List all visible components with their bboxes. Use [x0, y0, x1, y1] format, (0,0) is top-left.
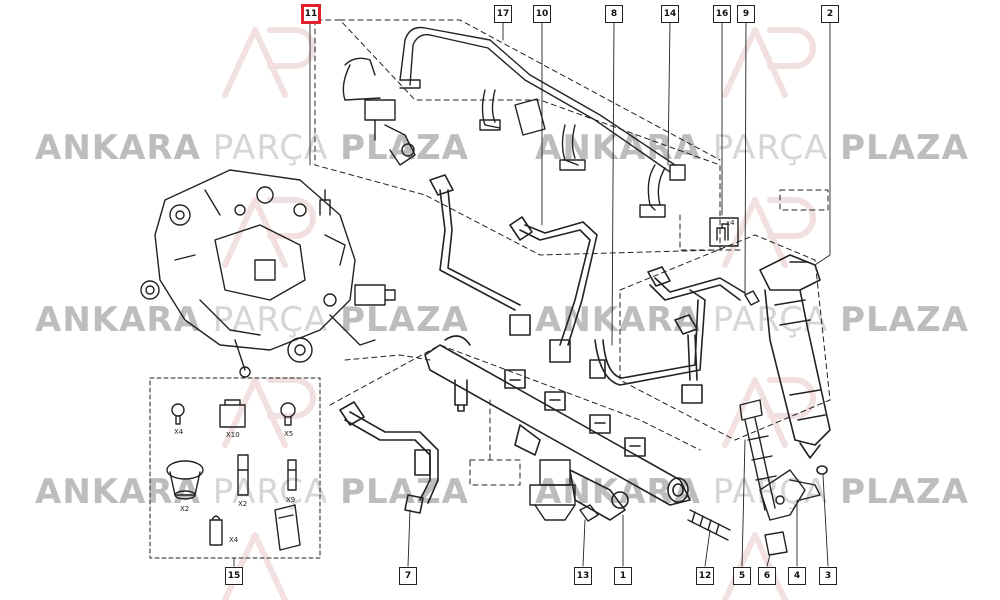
- callout-16[interactable]: 16: [713, 5, 731, 23]
- watermark-row-1: ANKARA PARÇA PLAZA: [35, 128, 469, 168]
- callout-8[interactable]: 8: [605, 5, 623, 23]
- kit-label-x2-stud: X2: [238, 500, 248, 508]
- kit-box-outline: [149, 377, 321, 559]
- watermark-logo: [222, 27, 816, 600]
- kit-label-x5-screw: X5: [284, 430, 294, 438]
- kit-label-x10-nut: X10: [226, 431, 240, 439]
- dashed-group-outlines: [314, 19, 831, 486]
- common-rail: [424, 335, 691, 521]
- pipe-connector: [744, 290, 760, 306]
- high-pressure-pump: [140, 169, 396, 378]
- rail-pressure-sensor: [529, 459, 599, 522]
- callout-2[interactable]: 2: [821, 5, 839, 23]
- injector-clamp-hardware: [687, 399, 821, 556]
- kit-contents: [166, 399, 301, 551]
- callout-4[interactable]: 4: [788, 567, 806, 585]
- callout-5[interactable]: 5: [733, 567, 751, 585]
- callout-6[interactable]: 6: [758, 567, 776, 585]
- kit-label-x2-bushing: X2: [180, 505, 190, 513]
- callout-7[interactable]: 7: [399, 567, 417, 585]
- callout-17[interactable]: 17: [494, 5, 512, 23]
- kit-label-x4-clip: x4: [726, 219, 735, 227]
- watermark-row-2: ANKARA PARÇA PLAZA: [35, 300, 469, 340]
- clip-part: [709, 217, 739, 247]
- callout-leaders: [233, 20, 831, 567]
- callout-13[interactable]: 13: [574, 567, 592, 585]
- callout-3[interactable]: 3: [819, 567, 837, 585]
- callout-14[interactable]: 14: [661, 5, 679, 23]
- callout-12[interactable]: 12: [696, 567, 714, 585]
- callout-15[interactable]: 15: [225, 567, 243, 585]
- callout-1[interactable]: 1: [614, 567, 632, 585]
- watermark-row-3: ANKARA PARÇA PLAZA: [35, 472, 469, 512]
- kit-label-x4-plug: X4: [229, 536, 239, 544]
- fuel-injector: [759, 254, 831, 475]
- kit-label-x4-screw: X4: [174, 428, 184, 436]
- injector-pipes: [339, 174, 746, 514]
- callout-9[interactable]: 9: [737, 5, 755, 23]
- callout-10[interactable]: 10: [533, 5, 551, 23]
- fuel-return-line: [342, 26, 686, 218]
- callout-11[interactable]: 11: [301, 4, 321, 24]
- kit-label-x9-stud: X9: [286, 496, 296, 504]
